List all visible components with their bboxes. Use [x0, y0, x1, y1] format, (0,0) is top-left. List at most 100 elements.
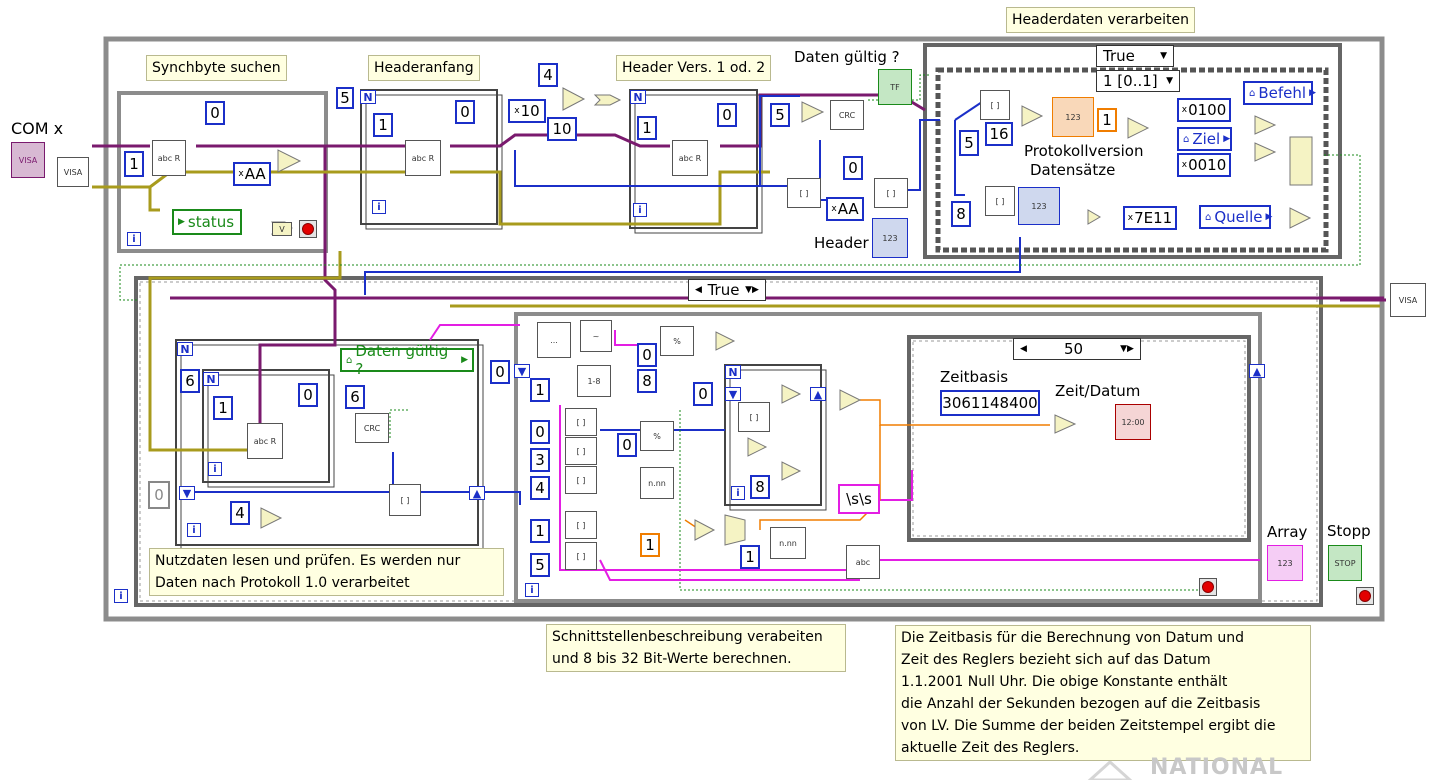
select-node	[724, 514, 746, 546]
divide-node	[1021, 105, 1044, 127]
visa-read-sync: abc R	[152, 140, 186, 176]
const-hd-five[interactable]: 5	[959, 130, 979, 156]
shift-register-right: ▲	[1249, 364, 1265, 378]
interface-stop-terminal	[1199, 578, 1217, 596]
const-p-one[interactable]: 1	[213, 396, 233, 420]
const-p-four[interactable]: 4	[230, 501, 250, 525]
const-p-zero-ctrl[interactable]: 0	[148, 481, 170, 509]
compare-equal-hd3	[1254, 142, 1277, 162]
payload-inner-for-loop	[202, 369, 330, 483]
format-node-1: %	[660, 326, 694, 356]
index-shift-right: ▲	[469, 486, 485, 500]
visa-resource-control[interactable]: VISA	[11, 142, 45, 178]
visa-read-header: abc R	[405, 140, 441, 176]
note-payload-line2: Daten nach Protokoll 1.0 verarbeitet	[155, 575, 410, 591]
chevron-down-icon: ▼▶	[745, 285, 759, 295]
enum-daten-gueltig-value: Daten gültig ?	[355, 342, 449, 378]
enum-quelle-value: Quelle	[1214, 208, 1263, 226]
const-p-six[interactable]: 6	[180, 369, 200, 393]
enum-ziel[interactable]: ⌂ Ziel ▶	[1177, 127, 1232, 151]
note-interface-line1: Schnittstellenbeschreibung verabeiten	[552, 629, 823, 645]
header-start-iteration-terminal: i	[372, 200, 386, 214]
const-v-one[interactable]: 1	[637, 116, 657, 140]
main-case-structure	[134, 276, 1323, 607]
header-case-selector[interactable]: True ▼	[1096, 45, 1174, 67]
record-count-indicator: 123	[1018, 187, 1060, 225]
const-s-zero-c[interactable]: 0	[617, 433, 637, 457]
const-hd-one[interactable]: 1	[1097, 108, 1117, 132]
const-five[interactable]: 5	[770, 103, 790, 127]
main-case-selector[interactable]: ◀ True ▼▶	[688, 279, 766, 301]
header-cluster-indicator: 123	[872, 218, 908, 258]
const-ten[interactable]: 10	[547, 117, 577, 141]
multiply-node-inner	[781, 461, 802, 481]
index-array-header-2: [ ]	[874, 178, 908, 208]
compare-equal-sync	[277, 149, 302, 173]
const-p-zero[interactable]: 0	[298, 383, 318, 407]
index-array-s1: [ ]	[565, 408, 597, 436]
payload-iteration-terminal: i	[187, 523, 201, 537]
const-ten-hex[interactable]: 10	[508, 99, 546, 123]
enum-quelle[interactable]: ⌂ Quelle ▶	[1199, 205, 1272, 229]
note-time-line5: von LV. Die Summe der beiden Zeitstempel…	[901, 718, 1276, 734]
const-hd-sixteen[interactable]: 16	[985, 122, 1013, 146]
const-s-zero[interactable]: 0	[530, 420, 550, 444]
and-compound	[1289, 136, 1313, 186]
chevron-right-icon: ▶	[461, 355, 468, 365]
const-hex-7e11[interactable]: 7E11	[1123, 206, 1177, 230]
compare-greater-zero-s	[694, 519, 716, 541]
const-escape-string[interactable]: \s\s	[838, 484, 880, 514]
enum-daten-gueltig-local[interactable]: ⌂ Daten gültig ? ▶	[340, 342, 474, 378]
const-s-one-c[interactable]: 1	[740, 545, 760, 569]
const-s-zero-left[interactable]: 0	[490, 360, 510, 384]
interface-sub-vi-3: 1-8	[577, 365, 611, 397]
const-s-zero-b[interactable]: 0	[637, 343, 657, 367]
const-hex-0010[interactable]: 0010	[1177, 153, 1231, 177]
label-daten-gueltig: Daten gültig ?	[794, 48, 900, 66]
const-s-one-b[interactable]: 1	[530, 519, 550, 543]
const-s-zero-d[interactable]: 0	[693, 382, 713, 406]
const-header-one[interactable]: 1	[373, 113, 393, 137]
payload-inner-iteration-terminal: i	[208, 462, 222, 476]
payload-outer-count-terminal: N	[177, 342, 193, 356]
header-version-for-loop	[629, 89, 758, 229]
const-sync-one[interactable]: 1	[124, 151, 144, 177]
const-zero-mid[interactable]: 0	[843, 156, 863, 180]
const-v-zero[interactable]: 0	[717, 103, 737, 127]
const-s-one-orange[interactable]: 1	[640, 533, 660, 557]
build-string-node: abc	[846, 545, 880, 579]
const-four[interactable]: 4	[538, 63, 558, 87]
chevron-down-icon: ▼	[1166, 76, 1173, 86]
chevron-right-icon: ▶	[1309, 88, 1316, 98]
const-s-three[interactable]: 3	[530, 448, 550, 472]
crc-node-payload: CRC	[355, 413, 389, 443]
const-s-five[interactable]: 5	[530, 553, 550, 577]
const-sync-aa[interactable]: AA	[233, 162, 271, 186]
enum-status[interactable]: ▶ status	[172, 209, 242, 235]
const-header-loop-n[interactable]: 5	[336, 87, 354, 109]
header-sequence-selector-value: 1 [0..1]	[1103, 72, 1158, 90]
const-hex-0100[interactable]: 0100	[1177, 98, 1231, 122]
const-p-six-b[interactable]: 6	[345, 385, 365, 409]
header-sequence-selector[interactable]: 1 [0..1] ▼	[1096, 70, 1180, 92]
stop-button-control[interactable]: STOP	[1328, 545, 1362, 581]
const-hd-eight[interactable]: 8	[951, 201, 971, 227]
const-header-zero[interactable]: 0	[455, 100, 475, 124]
enum-befehl[interactable]: ⌂ Befehl ▶	[1243, 81, 1316, 105]
note-header-process: Headerdaten verarbeiten	[1006, 7, 1195, 33]
inner-shift-left: ▼	[725, 387, 741, 401]
const-zeitbasis[interactable]: 3061148400	[940, 390, 1040, 416]
chevron-left-icon: ◀	[695, 285, 702, 295]
const-aa-mid[interactable]: AA	[826, 197, 864, 221]
home-icon: ⌂	[1183, 133, 1190, 145]
const-s-eight[interactable]: 8	[637, 369, 657, 393]
const-s-one[interactable]: 1	[530, 378, 550, 402]
visa-close-node: VISA	[1390, 283, 1426, 317]
const-sync-zero[interactable]: 0	[205, 101, 225, 125]
crc-node-header: CRC	[830, 100, 864, 130]
const-s-eight-b[interactable]: 8	[750, 475, 770, 499]
inner-case-selector[interactable]: ◀ 50 ▼▶	[1013, 338, 1141, 360]
interface-inner-for-loop	[724, 364, 822, 506]
interface-sub-vi-2: ~	[580, 320, 612, 352]
const-s-four[interactable]: 4	[530, 476, 550, 500]
